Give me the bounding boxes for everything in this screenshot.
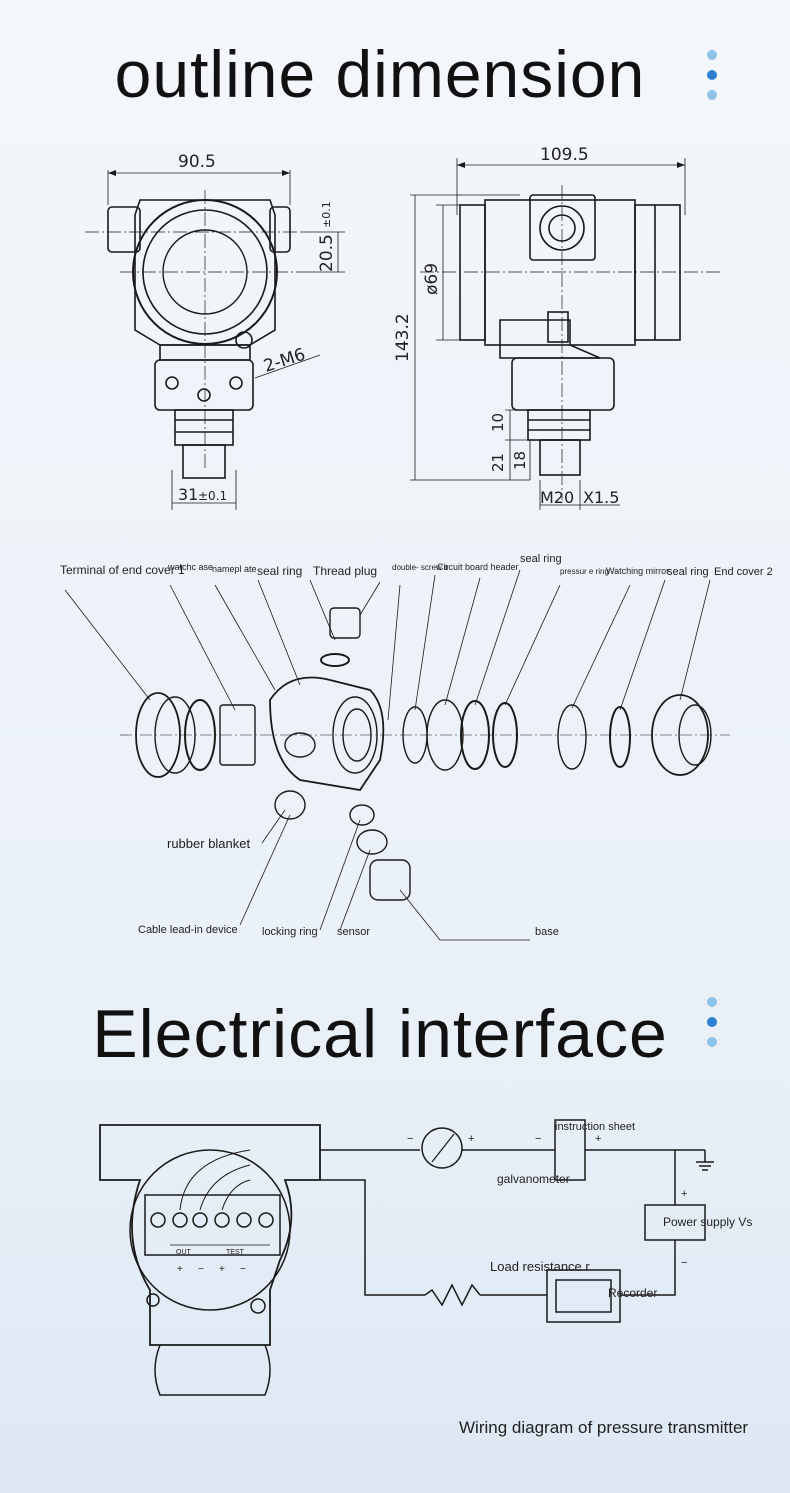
label-pressure-ring: pressur e ring — [560, 567, 609, 576]
label-seal-ring-1: seal ring — [257, 564, 302, 578]
terminal-test-minus: − — [240, 1264, 246, 1275]
side-view-dimensions: 109.5 ø69 143.2 10 21 18 M20 X1.5 — [393, 145, 619, 507]
dim-diameter: ø69 — [422, 263, 442, 295]
dim-18: 18 — [511, 451, 529, 470]
label-nameplate: namepl ate — [212, 564, 257, 574]
label-seal-ring-2: seal ring — [520, 553, 562, 565]
label-watch-case: watchc ase — [167, 562, 213, 572]
wiring-caption: Wiring diagram of pressure transmitter — [459, 1418, 749, 1437]
label-circuit-board: Circuit board header — [437, 562, 519, 572]
label-watching-mirror: Watching mirror — [606, 566, 669, 576]
outline-dimension-title: outline dimension — [114, 37, 646, 111]
front-view-dimensions: 90.5 20.5 ±0.1 2-M6 31 ±0.1 — [178, 152, 337, 504]
label-terminal-end-cover: Terminal of end cover 1 — [60, 563, 185, 577]
dim-bolt: 2-M6 — [261, 345, 308, 377]
dim-21: 21 — [489, 453, 507, 472]
dim-front-width: 90.5 — [178, 152, 216, 172]
dim-port-width-tol: ±0.1 — [198, 489, 227, 503]
label-base: base — [535, 926, 559, 938]
decor-dots-bottom — [707, 997, 719, 1057]
label-out: OUT — [176, 1249, 192, 1256]
label-locking-ring: locking ring — [262, 926, 318, 938]
dim-10: 10 — [489, 413, 507, 432]
label-galvanometer: galvanometer — [497, 1172, 570, 1186]
label-instruction-sheet: instruction sheet — [555, 1121, 635, 1133]
label-rubber-blanket: rubber blanket — [167, 836, 250, 851]
label-sensor: sensor — [337, 926, 370, 938]
supply-plus: + — [681, 1188, 687, 1200]
supply-minus: − — [681, 1257, 687, 1269]
sheet-plus: + — [595, 1133, 601, 1145]
dim-port-width: 31 — [178, 485, 198, 504]
wiring-diagram — [99, 1119, 714, 1396]
exploded-view — [64, 569, 730, 941]
label-cable-lead-in: Cable lead-in device — [138, 924, 238, 936]
decor-dots-top — [707, 50, 719, 110]
front-view — [85, 170, 345, 510]
dim-thread: M20 — [540, 488, 574, 507]
terminal-out-minus: − — [198, 1264, 204, 1275]
dim-front-offset-tol: ±0.1 — [320, 201, 333, 228]
sheet-minus: − — [535, 1133, 541, 1145]
terminal-out-plus: + — [177, 1264, 183, 1275]
side-view — [410, 158, 720, 510]
label-test: TEST — [226, 1249, 245, 1256]
label-power-supply: Power supply Vs — [663, 1215, 752, 1229]
label-double-screw: double- screw b — [392, 563, 449, 572]
label-load-resistance: Load resistance r — [490, 1259, 590, 1274]
label-end-cover-2: End cover 2 — [714, 566, 773, 578]
exploded-labels: Terminal of end cover 1 watchc ase namep… — [60, 553, 773, 938]
electrical-interface-title: Electrical interface — [92, 996, 668, 1072]
label-thread-plug: Thread plug — [313, 564, 377, 578]
dim-height: 143.2 — [393, 313, 413, 362]
dim-front-offset: 20.5 — [317, 234, 337, 272]
dim-side-width: 109.5 — [540, 145, 589, 165]
galv-plus: + — [468, 1133, 474, 1145]
label-recorder: Recorder — [608, 1286, 657, 1300]
dim-thread-pitch: X1.5 — [583, 488, 619, 507]
wiring-labels: instruction sheet galvanometer Power sup… — [176, 1121, 752, 1300]
galv-minus: − — [407, 1133, 413, 1145]
terminal-test-plus: + — [219, 1264, 225, 1275]
label-seal-ring-3: seal ring — [667, 566, 709, 578]
